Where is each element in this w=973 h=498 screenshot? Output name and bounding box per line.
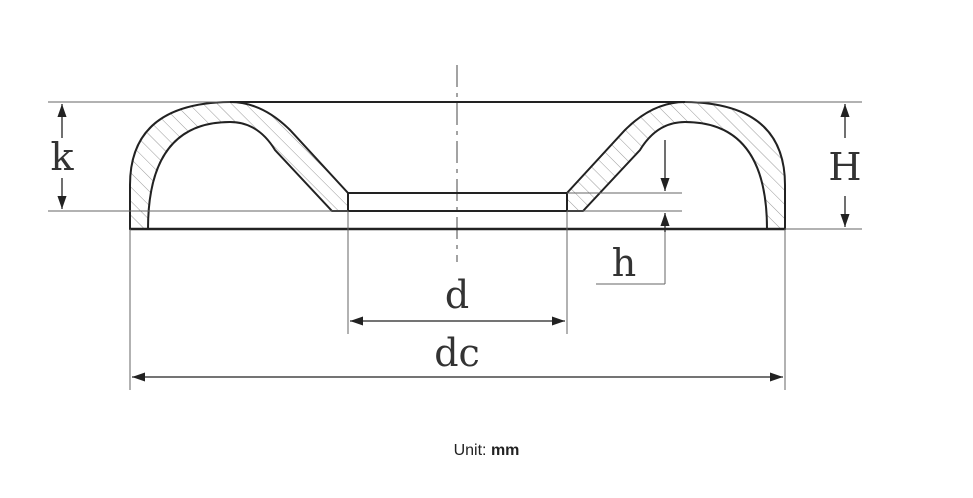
left-dome-section — [129, 100, 349, 230]
unit-label: Unit: — [453, 442, 487, 459]
dc-label: dc — [434, 331, 480, 375]
k-label: k — [50, 135, 74, 179]
h-label: h — [612, 241, 636, 285]
unit-caption: Unit: mm — [0, 442, 973, 460]
inner-flat-plate — [347, 192, 568, 212]
H-label: H — [828, 145, 861, 189]
right-dome-section — [566, 100, 786, 230]
d-label: d — [445, 273, 469, 317]
unit-value: mm — [490, 442, 520, 459]
